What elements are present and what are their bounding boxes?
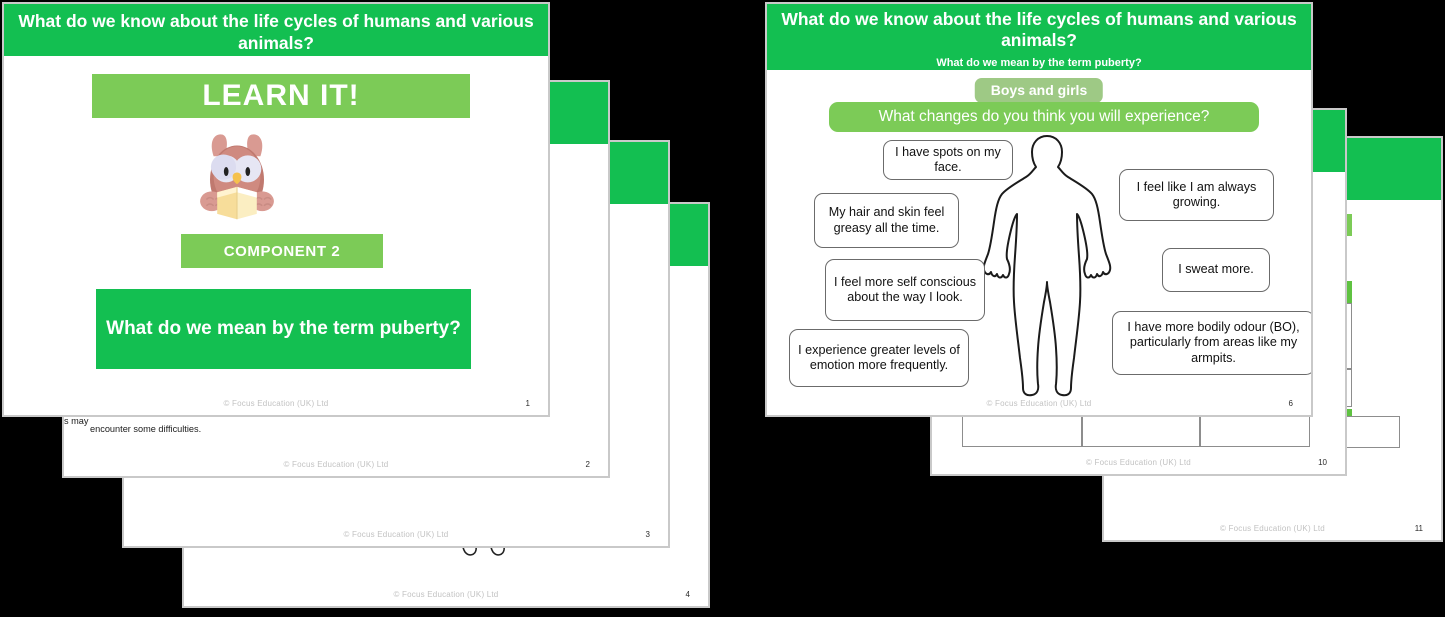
slide-1-title: What do we know about the life cycles of… [18, 11, 534, 53]
group-label-boys-and-girls: Boys and girls [974, 78, 1104, 103]
slide-6-title: What do we know about the life cycles of… [781, 9, 1297, 50]
slide-6-footer: © Focus Education (UK) Ltd 6 [767, 399, 1311, 411]
slide-4-copyright: © Focus Education (UK) Ltd [393, 590, 499, 599]
slide-2-copyright: © Focus Education (UK) Ltd [283, 460, 389, 469]
human-body-outline-icon [982, 135, 1112, 397]
slide-10-copyright: © Focus Education (UK) Ltd [1086, 458, 1191, 467]
speech-bubble-body-odour: I have more bodily odour (BO), particula… [1112, 311, 1311, 375]
slide-10-table-cell [962, 414, 1082, 447]
slide-2-footer: © Focus Education (UK) Ltd 2 [64, 460, 608, 472]
slide-11-footer: © Focus Education (UK) Ltd 11 [1104, 524, 1441, 536]
learn-it-banner: LEARN IT! [92, 74, 470, 118]
speech-bubble-spots: I have spots on my face. [883, 140, 1013, 180]
slide-10-page-number: 10 [1318, 458, 1327, 467]
slide-3-page-number: 3 [645, 530, 650, 539]
slide-2-text-8: encounter some difficulties. [90, 424, 202, 434]
slide-2-text-7: s may [64, 416, 89, 426]
slide-10-table-cell [1200, 414, 1310, 447]
slide-3-footer: © Focus Education (UK) Ltd 3 [124, 530, 668, 542]
slide-1-copyright: © Focus Education (UK) Ltd [223, 399, 329, 408]
slide-10-table-cell [1082, 414, 1200, 447]
slide-4-footer: © Focus Education (UK) Ltd 4 [184, 590, 708, 602]
speech-bubble-self-conscious: I feel more self conscious about the way… [825, 259, 985, 321]
slide-6-page-number: 6 [1288, 399, 1293, 408]
slide-11-copyright: © Focus Education (UK) Ltd [1220, 524, 1325, 533]
slide-thumbnail-1[interactable]: What do we know about the life cycles of… [2, 2, 550, 417]
slide-1-header: What do we know about the life cycles of… [4, 4, 548, 56]
slide-4-page-number: 4 [685, 590, 690, 599]
slide-11-page-number: 11 [1414, 524, 1423, 533]
slide-2-page-number: 2 [585, 460, 590, 469]
question-banner: What changes do you think you will exper… [829, 102, 1259, 132]
component-badge: COMPONENT 2 [181, 234, 383, 268]
slide-1-footer: © Focus Education (UK) Ltd 1 [4, 399, 548, 411]
slide-6-header: What do we know about the life cycles of… [767, 4, 1311, 70]
speech-bubble-greasy-hair: My hair and skin feel greasy all the tim… [814, 193, 959, 248]
slide-thumbnail-6[interactable]: What do we know about the life cycles of… [765, 2, 1313, 417]
slide-6-copyright: © Focus Education (UK) Ltd [986, 399, 1092, 408]
slide-1-page-number: 1 [525, 399, 530, 408]
speech-bubble-growing: I feel like I am always growing. [1119, 169, 1274, 221]
owl-reading-icon [200, 134, 274, 220]
slide-3-copyright: © Focus Education (UK) Ltd [343, 530, 449, 539]
slide-1-question-box: What do we mean by the term puberty? [96, 289, 471, 369]
slide-10-footer: © Focus Education (UK) Ltd 10 [932, 458, 1345, 470]
speech-bubble-emotion: I experience greater levels of emotion m… [789, 329, 969, 387]
slide-6-subtitle: What do we mean by the term puberty? [936, 57, 1142, 69]
speech-bubble-sweat: I sweat more. [1162, 248, 1270, 292]
